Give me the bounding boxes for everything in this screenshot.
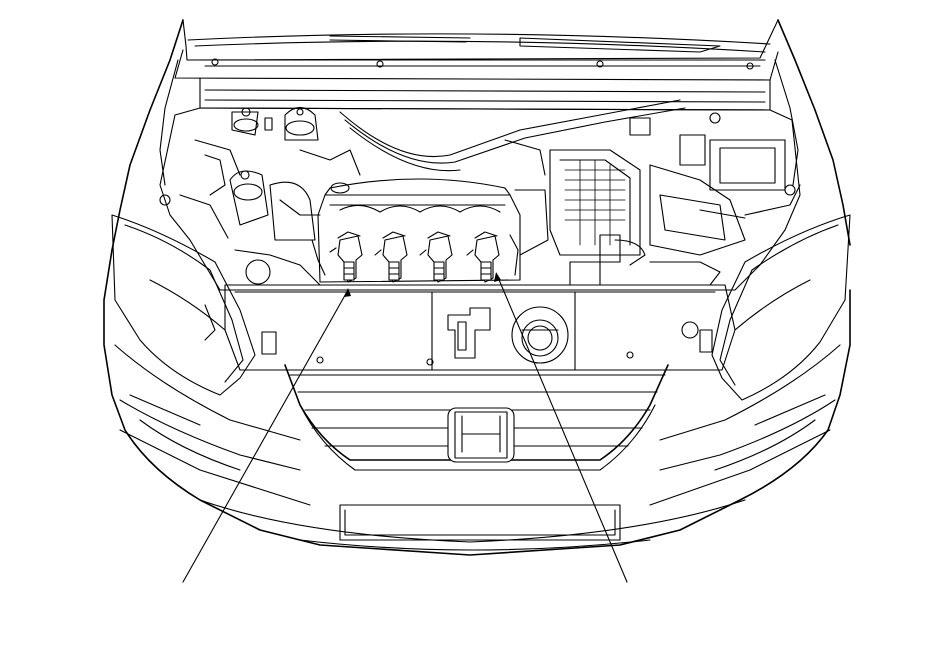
ignition-coils: [329, 231, 500, 283]
ignition-coil-4: [466, 231, 500, 283]
engine-bay: [159, 99, 801, 371]
ignition-coil-2: [374, 231, 408, 283]
ignition-coil-3: [419, 231, 453, 283]
front-grille: [284, 364, 669, 471]
leader-arrow-left: [344, 288, 351, 297]
leader-line-left: [182, 289, 349, 583]
ignition-coil-1: [329, 231, 363, 283]
open-hood: [182, 19, 779, 67]
callout-leaders: [182, 272, 628, 583]
vehicle-body: [103, 19, 851, 556]
leader-line-right: [496, 274, 628, 583]
leader-arrow-right: [494, 272, 501, 282]
